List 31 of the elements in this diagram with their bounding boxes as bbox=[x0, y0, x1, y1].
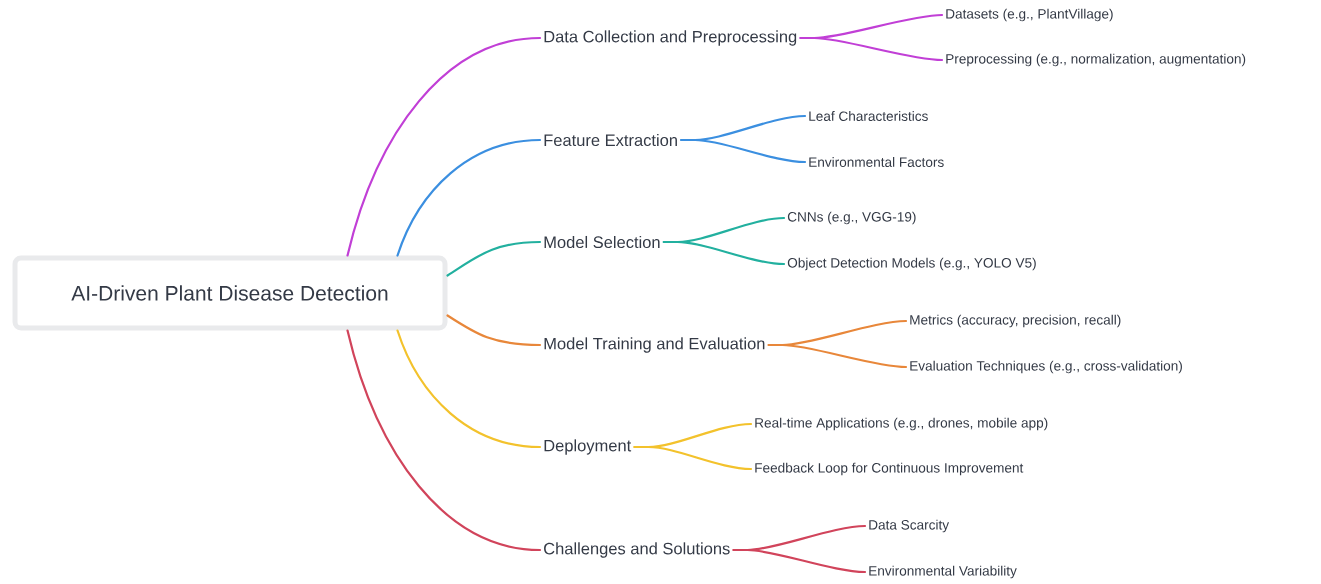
branch-curve bbox=[446, 240, 542, 277]
subtopic-text: Evaluation Techniques (e.g., cross-validation) bbox=[910, 360, 1182, 374]
branch-curve bbox=[396, 329, 542, 449]
branch-curve bbox=[662, 240, 786, 266]
subtopic-text: Data Scarcity bbox=[869, 519, 950, 533]
branch-curve bbox=[799, 36, 944, 62]
subtopic-text: Leaf Characteristics bbox=[809, 111, 928, 121]
branch-curve bbox=[346, 329, 542, 552]
subtopic-text: Datasets (e.g., PlantVillage) bbox=[946, 8, 1113, 22]
subtopic-text: Object Detection Models (e.g., YOLO V5) bbox=[787, 257, 1036, 271]
subtopic-text: Real-time Applications (e.g., drones, mobile app) bbox=[755, 417, 1048, 431]
subtopic-text: Environmental Factors bbox=[809, 157, 944, 167]
subtopic-text: Metrics (accuracy, precision, recall) bbox=[910, 314, 1121, 328]
branch-topic: Challenges and Solutions bbox=[544, 542, 730, 558]
central-topic-box: AI-Driven Plant Disease Detection bbox=[12, 255, 448, 331]
branch-topic: Model Training and Evaluation bbox=[544, 337, 765, 353]
branch-curve bbox=[346, 36, 542, 257]
branch-topic: Deployment bbox=[544, 439, 632, 455]
branch-curve bbox=[633, 445, 753, 471]
branch-topic: Model Selection bbox=[544, 235, 660, 249]
branch-topic: Feature Extraction bbox=[544, 133, 677, 147]
branch-curve bbox=[396, 138, 542, 257]
branch-curve bbox=[446, 314, 542, 347]
branch-curve bbox=[767, 343, 908, 369]
subtopic-text: Feedback Loop for Continuous Improvement bbox=[755, 462, 1024, 476]
branch-curve bbox=[680, 138, 807, 164]
branch-curve bbox=[732, 548, 867, 574]
subtopic-text: CNNs (e.g., VGG-19) bbox=[787, 211, 916, 225]
branch-topic: Data Collection and Preprocessing bbox=[544, 30, 797, 46]
subtopic-text: Environmental Variability bbox=[869, 565, 1017, 579]
subtopic-text: Preprocessing (e.g., normalization, augmentation) bbox=[946, 53, 1246, 67]
